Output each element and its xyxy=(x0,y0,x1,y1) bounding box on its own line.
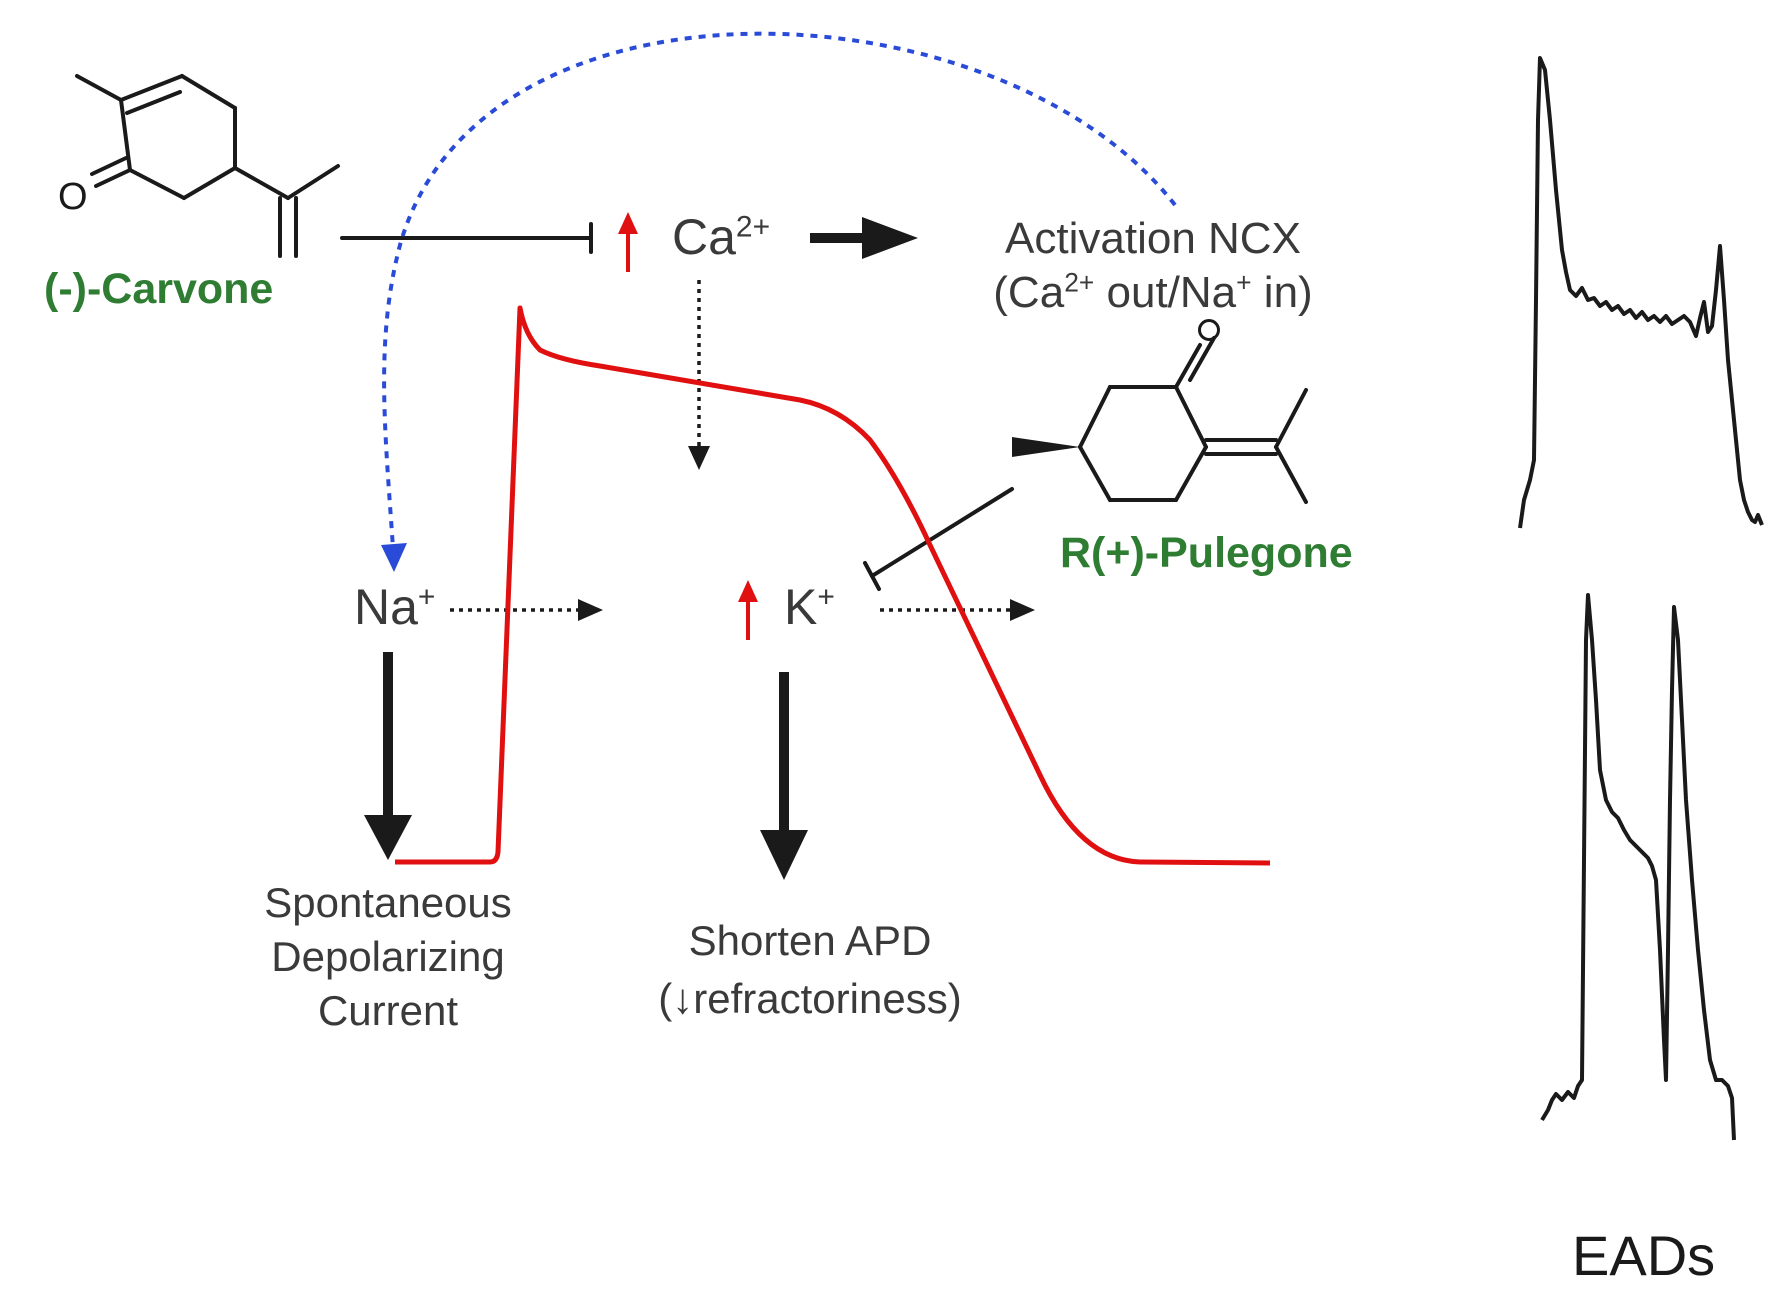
na-ion-label: Na+ xyxy=(354,582,435,632)
pulegone-oxygen-label: O xyxy=(1198,319,1220,341)
carvone-label: (-)-Carvone xyxy=(44,265,274,313)
ead-trace-top xyxy=(1518,56,1764,529)
carvone-inhibition-line xyxy=(340,222,593,254)
na-ion-base: Na xyxy=(354,579,418,635)
na-dotted-arrow xyxy=(450,599,603,621)
ncx-line-1: Activation NCX xyxy=(1005,214,1301,263)
ncx-line-2: (Ca2+ out/Na+ in) xyxy=(993,267,1313,317)
k-ion-charge: + xyxy=(817,580,835,614)
na-ion-charge: + xyxy=(417,580,436,614)
na-to-depolarizing-arrow xyxy=(364,652,412,860)
depolarizing-line-2: Depolarizing xyxy=(271,933,505,980)
ca-ion-charge: 2+ xyxy=(735,210,771,244)
action-potential-curve xyxy=(395,305,1271,866)
ca-ion-label: Ca2+ xyxy=(672,212,770,262)
carvone-structure xyxy=(75,74,340,258)
depolarizing-current-label: Spontaneous Depolarizing Current xyxy=(218,876,558,1038)
increase-arrow-k xyxy=(738,580,758,640)
pulegone-inhibition-line xyxy=(863,487,1014,591)
ca-to-ncx-arrow xyxy=(810,217,918,259)
carvone-oxygen-label: O xyxy=(58,176,88,218)
pulegone-wedge-bond xyxy=(1012,437,1080,457)
ncx-label: Activation NCX (Ca2+ out/Na+ in) xyxy=(958,212,1348,320)
shorten-apd-label: Shorten APD (↓refractoriness) xyxy=(620,912,1000,1028)
eads-label: EADs xyxy=(1572,1224,1716,1287)
shorten-apd-line-1: Shorten APD xyxy=(688,917,932,964)
k-ion-label: K+ xyxy=(784,582,835,632)
depolarizing-line-1: Spontaneous xyxy=(264,879,512,926)
ead-trace-bottom xyxy=(1540,593,1736,1141)
increase-arrow-ca xyxy=(618,212,638,272)
shorten-apd-line-2: (↓refractoriness) xyxy=(658,975,962,1022)
ca-ion-base: Ca xyxy=(672,209,736,265)
ncx-to-na-feedback-arrow xyxy=(381,31,1177,572)
pulegone-structure xyxy=(1078,336,1308,504)
ca-to-k-dotted-arrow xyxy=(688,280,710,470)
k-dotted-arrow xyxy=(880,599,1035,621)
k-ion-base: K xyxy=(784,579,818,635)
depolarizing-line-3: Current xyxy=(317,987,459,1034)
k-to-apd-arrow xyxy=(760,672,808,880)
pulegone-label: R(+)-Pulegone xyxy=(1060,529,1353,577)
